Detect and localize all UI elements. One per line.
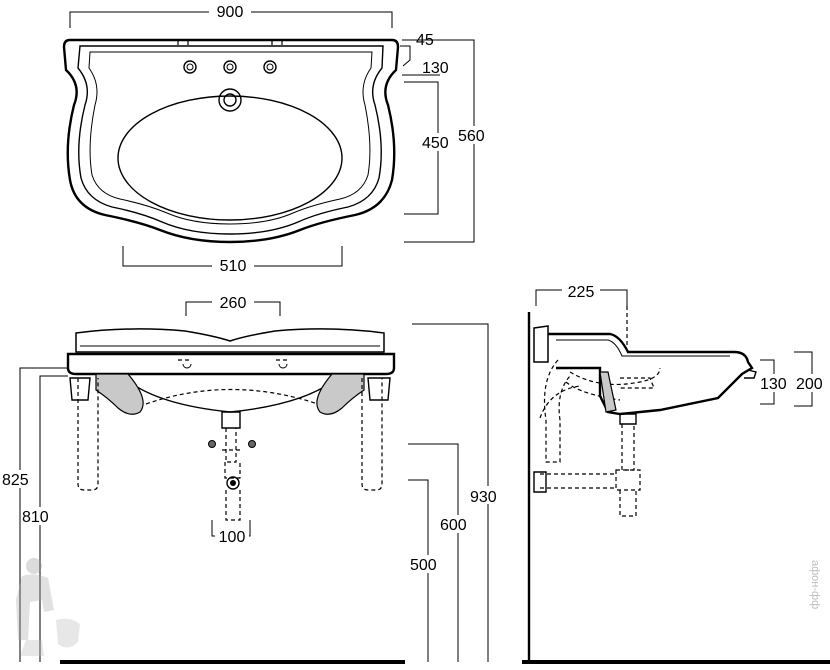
dim-510: 510 (220, 258, 247, 275)
dim-560: 560 (458, 128, 485, 145)
dim-225: 225 (568, 284, 595, 301)
dim-100: 100 (219, 529, 246, 546)
watermark-text: афон-фф (809, 560, 821, 609)
dim-130-side: 130 (760, 376, 787, 393)
dim-810: 810 (22, 509, 49, 526)
dim-260: 260 (220, 295, 247, 312)
top-view: 900 45 130 450 560 510 (62, 3, 494, 275)
side-view: 225 130 200 афон-фф (522, 281, 830, 664)
plumber-logo (16, 558, 80, 656)
front-view: 260 100 825 (2, 293, 507, 664)
dim-450: 450 (422, 135, 449, 152)
dim-500: 500 (410, 557, 437, 574)
dim-130: 130 (422, 60, 449, 77)
dim-600: 600 (440, 517, 467, 534)
dim-200: 200 (796, 376, 823, 393)
dim-930: 930 (470, 489, 497, 506)
dim-900: 900 (217, 4, 244, 21)
dim-825: 825 (2, 472, 29, 489)
